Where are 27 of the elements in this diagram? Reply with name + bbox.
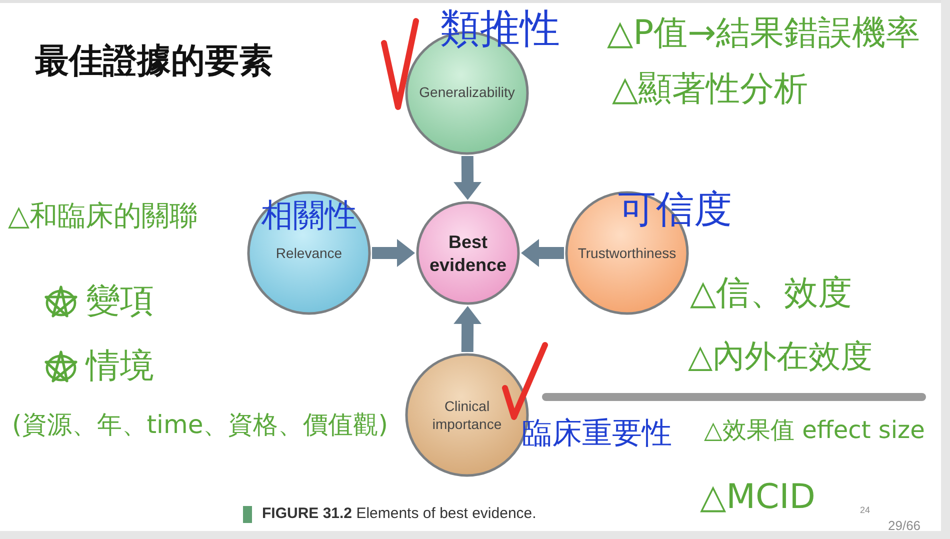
figure-caption: FIGURE 31.2 Elements of best evidence. <box>262 505 536 522</box>
hub-circle <box>416 201 520 305</box>
slide-title: 最佳證據的要素 <box>35 41 273 82</box>
handwritten-note: △和臨床的關聯 <box>8 201 198 232</box>
node-label: Best evidence <box>428 231 508 276</box>
handwritten-note: 變項 <box>86 283 154 320</box>
arrow <box>454 156 482 200</box>
handwritten-note: (資源、年、time、資格、價值觀) <box>12 411 388 438</box>
page-number: 24 <box>860 506 870 516</box>
handwritten-note: △P值→結果錯誤機率 <box>607 15 920 52</box>
handwritten-label: 相關性 <box>260 198 358 234</box>
handwritten-note: △MCID <box>700 479 816 516</box>
node-label: Generalizability <box>418 84 516 102</box>
node-label: Trustworthiness <box>576 245 678 262</box>
arrow <box>521 239 564 267</box>
node-label: Clinical importance <box>431 398 503 433</box>
arrow <box>372 239 415 267</box>
handwritten-note: 情境 <box>86 348 154 386</box>
handwritten-note: △顯著性分析 <box>612 71 808 108</box>
handwritten-note: △效果值 effect size <box>704 417 925 444</box>
arrow <box>454 306 482 352</box>
handwritten-label: 臨床重要性 <box>522 417 672 450</box>
handwritten-note: △內外在效度 <box>688 339 873 374</box>
page-number: 29/66 <box>888 519 921 531</box>
handwritten-note: △信、效度 <box>690 275 852 312</box>
node-label: Relevance <box>274 245 344 262</box>
category-circle <box>247 191 371 315</box>
